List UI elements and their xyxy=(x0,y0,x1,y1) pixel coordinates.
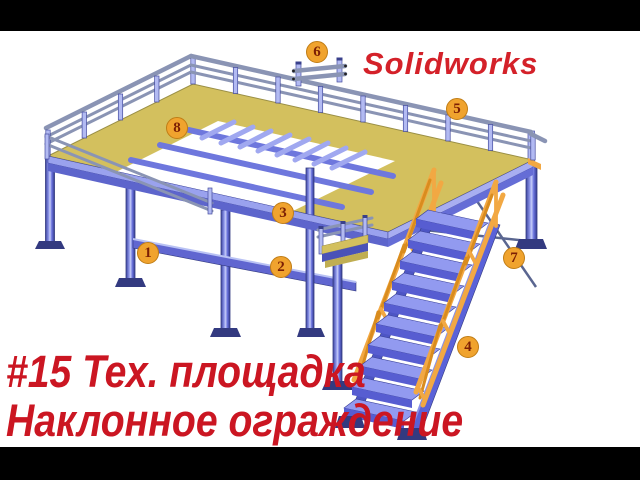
right-inclined-handrail xyxy=(413,179,506,408)
landing-guard-assembly xyxy=(316,215,374,268)
balloon-5: 5 xyxy=(446,98,468,120)
balloon-3: 3 xyxy=(272,202,294,224)
front-edge-railing xyxy=(44,133,214,215)
exploded-railing-part xyxy=(291,57,348,87)
balloon-2: 2 xyxy=(270,256,292,278)
balloon-4: 4 xyxy=(457,336,479,358)
perimeter-railings xyxy=(43,53,548,215)
bottom-letterbox-bar xyxy=(0,447,640,480)
caption-line-2: Наклонное ограждение xyxy=(6,395,464,446)
balloon-1: 1 xyxy=(137,242,159,264)
balloon-7: 7 xyxy=(503,247,525,269)
support-columns xyxy=(35,151,241,337)
caption-line-1: #15 Тех. площадка xyxy=(6,346,366,397)
balloon-8: 8 xyxy=(166,117,188,139)
joist-opening xyxy=(112,119,396,337)
back-right-railing xyxy=(188,53,548,161)
staircase xyxy=(335,158,541,440)
top-letterbox-bar xyxy=(0,0,640,31)
balloon-6: 6 xyxy=(306,41,328,63)
brand-watermark: Solidworks xyxy=(363,46,539,81)
stair-treads xyxy=(343,209,489,429)
